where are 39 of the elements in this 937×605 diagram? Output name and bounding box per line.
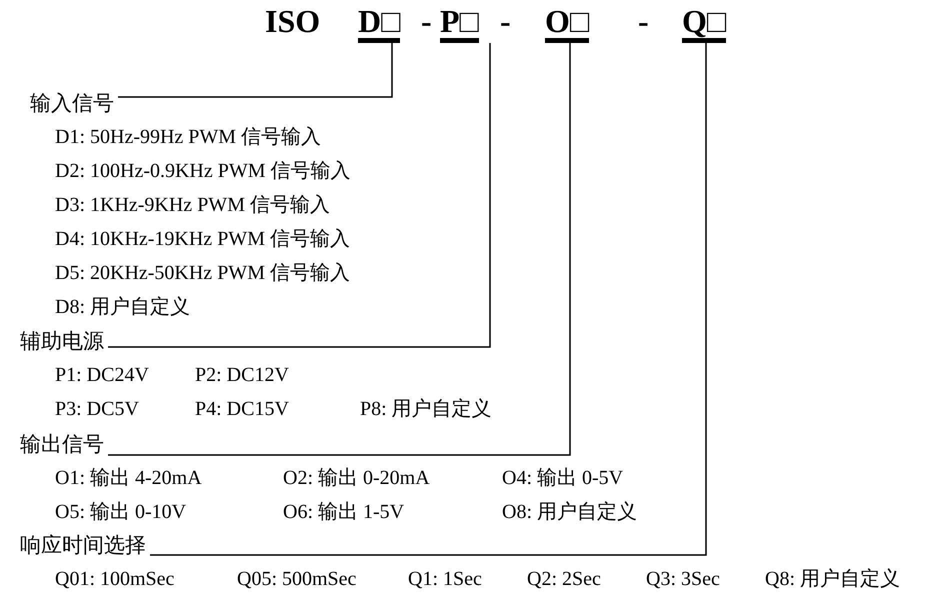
leader-line — [108, 43, 571, 456]
separator: - — [638, 4, 649, 38]
option-text: D2: 100Hz-0.9KHz PWM 信号输入 — [55, 159, 351, 183]
option-text: O5: 输出 0-10V — [55, 500, 186, 524]
option-text: Q8: 用户自定义 — [765, 567, 900, 591]
model-prefix: ISO — [265, 4, 320, 38]
option-text: Q3: 3Sec — [646, 567, 720, 591]
option-text: O6: 输出 1-5V — [283, 500, 404, 524]
option-text: Q1: 1Sec — [408, 567, 482, 591]
leader-line — [150, 43, 707, 556]
code-field: P□ — [440, 4, 479, 43]
option-text: P8: 用户自定义 — [360, 397, 492, 421]
option-text: Q01: 100mSec — [55, 567, 174, 591]
separator: - — [500, 4, 511, 38]
option-text: P2: DC12V — [195, 363, 289, 387]
option-text: D1: 50Hz-99Hz PWM 信号输入 — [55, 125, 322, 149]
option-text: D8: 用户自定义 — [55, 295, 190, 319]
section-heading: 输入信号 — [30, 90, 114, 116]
leader-line — [118, 43, 393, 98]
option-text: Q05: 500mSec — [237, 567, 356, 591]
section-heading: 响应时间选择 — [20, 532, 146, 558]
option-text: O1: 输出 4-20mA — [55, 466, 202, 490]
option-text: P1: DC24V — [55, 363, 149, 387]
leader-line — [108, 43, 491, 348]
separator: - — [421, 4, 432, 38]
option-text: D5: 20KHz-50KHz PWM 信号输入 — [55, 261, 350, 285]
option-text: Q2: 2Sec — [527, 567, 601, 591]
code-field: O□ — [545, 4, 590, 43]
code-field: Q□ — [682, 4, 726, 43]
option-text: O8: 用户自定义 — [502, 500, 637, 524]
option-text: D4: 10KHz-19KHz PWM 信号输入 — [55, 227, 350, 251]
section-heading: 辅助电源 — [20, 328, 104, 354]
option-text: O2: 输出 0-20mA — [283, 466, 430, 490]
option-text: D3: 1KHz-9KHz PWM 信号输入 — [55, 193, 330, 217]
option-text: P4: DC15V — [195, 397, 289, 421]
section-heading: 输出信号 — [20, 431, 104, 457]
code-field: D□ — [358, 4, 400, 43]
option-text: O4: 输出 0-5V — [502, 466, 624, 490]
option-text: P3: DC5V — [55, 397, 139, 421]
